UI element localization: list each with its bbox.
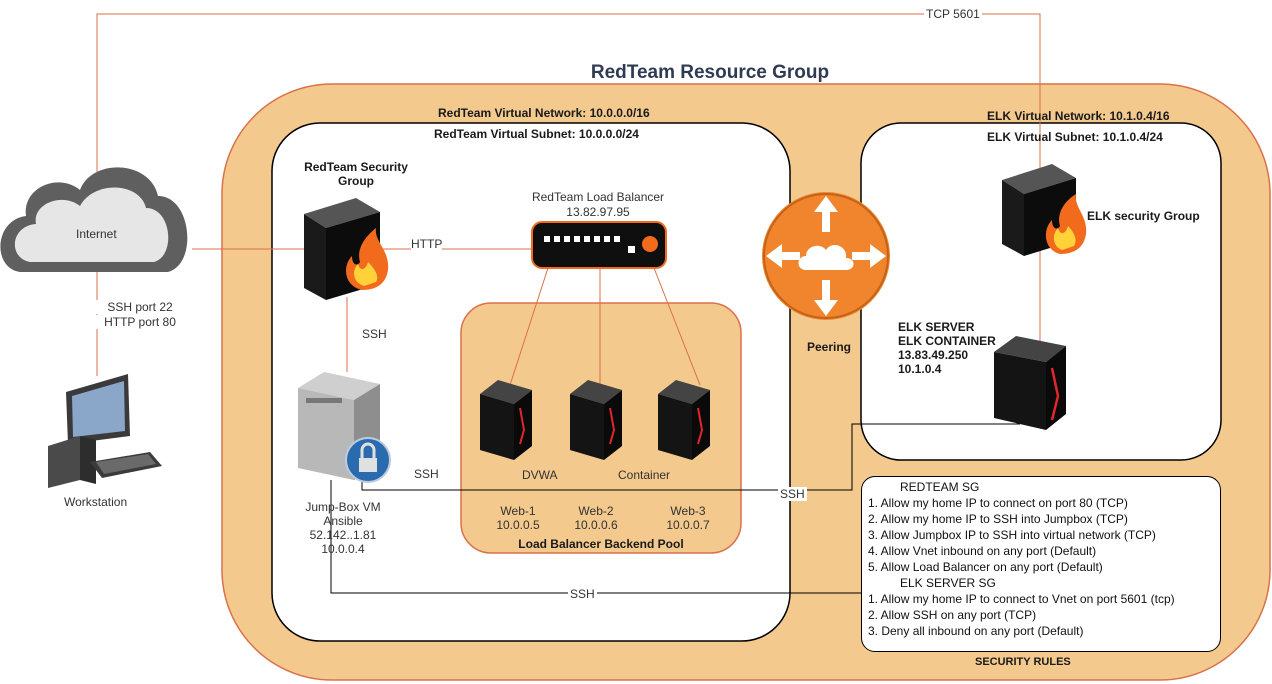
jumpbox-vnet-ssh (330, 480, 866, 594)
lb-web1-link (509, 267, 549, 386)
elk-firewall-icon (1002, 164, 1087, 256)
web3-server-icon (658, 380, 710, 460)
elk-rule-3: 3. Deny all inbound on any port (Default… (868, 624, 1084, 638)
redteam-rule-4: 4. Allow Vnet inbound on any port (Defau… (868, 544, 1097, 558)
sg-label-line2: Group (338, 174, 374, 188)
elk-server-icon (994, 336, 1066, 430)
elk-server-line1: ELK SERVER (898, 320, 975, 334)
lb-name: RedTeam Load Balancer (531, 190, 665, 204)
internet-cloud-icon (0, 167, 188, 272)
ssh-elk-label: SSH (778, 487, 807, 501)
internet-label: Internet (76, 227, 117, 241)
redteam-vnet-label: RedTeam Virtual Network: 10.0.0.0/16 (438, 106, 650, 120)
redteam-subnet-label: RedTeam Virtual Subnet: 10.0.0.0/24 (434, 127, 639, 141)
redteam-rule-5: 5. Allow Load Balancer on any port (Defa… (868, 560, 1103, 574)
redteam-rule-2: 2. Allow my home IP to SSH into Jumpbox … (868, 512, 1128, 526)
elk-rule-1: 1. Allow my home IP to connect to Vnet o… (868, 592, 1175, 606)
jumpbox-private-ip: 10.0.0.4 (321, 542, 365, 556)
web1-ip: 10.0.0.5 (496, 518, 540, 532)
peering-label: Peering (807, 340, 852, 354)
backend-pool-label: Load Balancer Backend Pool (518, 537, 684, 551)
container-label: Container (618, 468, 671, 482)
jumpbox-server-icon (298, 372, 391, 483)
web1-name: Web-1 (500, 504, 536, 518)
http-link-label: HTTP (411, 237, 443, 251)
web2-ip: 10.0.0.6 (574, 518, 618, 532)
web2-server-icon (570, 380, 622, 460)
resource-group-title: RedTeam Resource Group (590, 62, 830, 83)
ssh-jumpbox-pool-label: SSH (414, 467, 439, 481)
elk-vnet-label: ELK Virtual Network: 10.1.0.4/16 (987, 109, 1170, 123)
elk-sg-header: ELK SERVER SG (900, 576, 996, 590)
security-rules-footer: SECURITY RULES (975, 656, 1071, 668)
jumpbox-role: Ansible (323, 514, 363, 528)
elk-server-line2: ELK CONTAINER (898, 334, 996, 348)
elk-subnet-label: ELK Virtual Subnet: 10.1.0.4/24 (987, 130, 1163, 144)
jumpbox-name: Jump-Box VM (305, 500, 381, 514)
redteam-rule-3: 3. Allow Jumpbox IP to SSH into virtual … (868, 528, 1156, 542)
workstation-icon (48, 374, 162, 488)
load-balancer-icon (531, 221, 667, 269)
internet-port-ssh: SSH port 22 (96, 300, 184, 314)
web1-server-icon (480, 380, 532, 460)
redteam-rule-1: 1. Allow my home IP to connect on port 8… (868, 496, 1128, 510)
elk-sg-label: ELK security Group (1087, 209, 1200, 223)
dvwa-label: DVWA (522, 468, 558, 482)
web3-ip: 10.0.0.7 (666, 518, 710, 532)
workstation-label: Workstation (64, 495, 128, 509)
lb-web3-link (653, 267, 701, 386)
web2-name: Web-2 (578, 504, 614, 518)
redteam-sg-header: REDTEAM SG (900, 480, 980, 494)
internet-port-http: HTTP port 80 (96, 315, 184, 329)
web3-name: Web-3 (670, 504, 706, 518)
sg-label-line1: RedTeam Security (304, 160, 408, 174)
elk-server-public-ip: 13.83.49.250 (898, 348, 969, 362)
ssh-sg-jumpbox-label: SSH (362, 327, 387, 341)
peering-router-icon (762, 192, 890, 320)
redteam-firewall-icon (304, 198, 389, 300)
elk-server-private-ip: 10.1.0.4 (898, 362, 942, 376)
tcp-5601-label: TCP 5601 (924, 7, 982, 21)
lb-ip: 13.82.97.95 (566, 205, 630, 219)
security-rules-box: REDTEAM SG 1. Allow my home IP to connec… (861, 476, 1221, 652)
jumpbox-public-ip: 52.142..1.81 (309, 528, 377, 542)
ssh-vnet-label: SSH (568, 587, 597, 601)
elk-rule-2: 2. Allow SSH on any port (TCP) (868, 608, 1037, 622)
